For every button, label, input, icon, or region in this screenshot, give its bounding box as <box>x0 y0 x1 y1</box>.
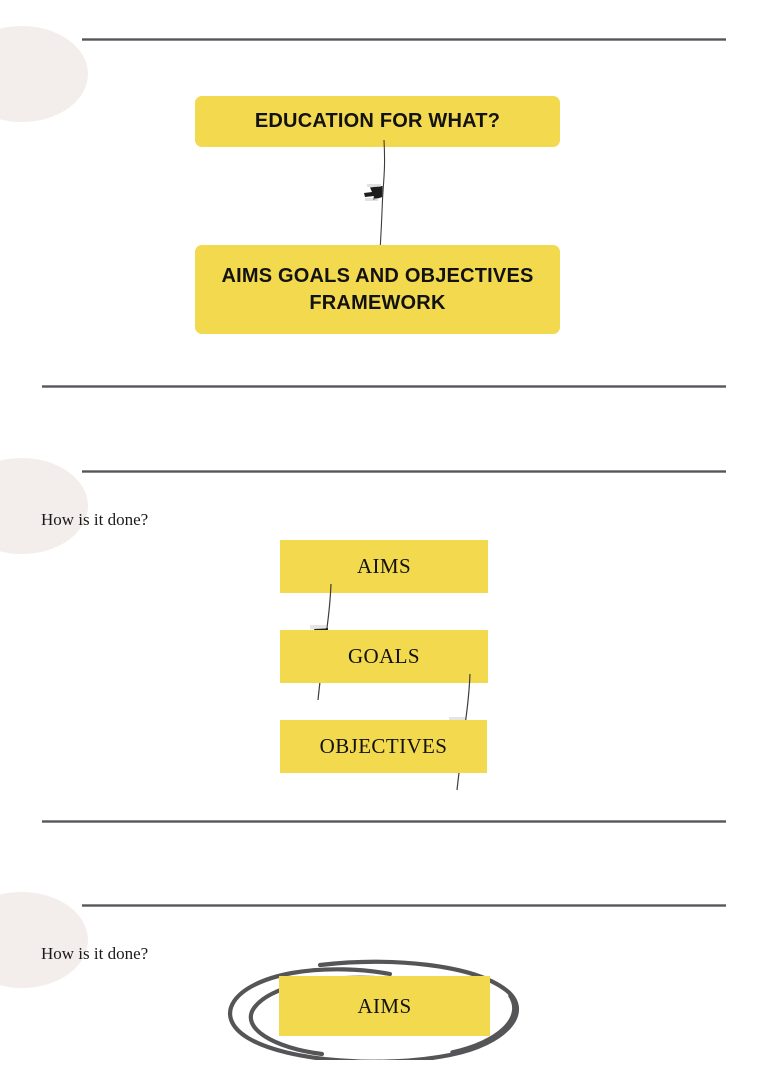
pale-circle-decoration-icon <box>0 458 88 554</box>
box-objectives[interactable]: OBJECTIVES <box>280 720 487 773</box>
slide-1-top-rule <box>82 38 726 41</box>
box-goals[interactable]: GOALS <box>280 630 488 683</box>
slide-3-top-rule <box>82 904 726 907</box>
box-aims-circled[interactable]: AIMS <box>279 976 490 1036</box>
question-how-is-it-done: How is it done? <box>41 944 149 963</box>
box-education-for-what[interactable]: EDUCATION FOR WHAT? <box>195 96 560 147</box>
down-arrow-icon-education-to-framework <box>352 139 408 252</box>
slide-2: How is it done? AIMS GOALS OBJECTIVES <box>0 432 768 864</box>
pale-circle-decoration-icon <box>0 892 88 988</box>
slide-1: EDUCATION FOR WHAT? AIMS GOALS AND OBJEC… <box>0 0 768 420</box>
box-aims-goals-objectives-framework[interactable]: AIMS GOALS AND OBJECTIVES FRAMEWORK <box>195 245 560 334</box>
slide-3: How is it done? AIMS <box>0 866 768 1064</box>
box-aims[interactable]: AIMS <box>280 540 488 593</box>
pale-circle-decoration-icon <box>0 26 88 122</box>
slide-2-top-rule <box>82 470 726 473</box>
question-how-is-it-done: How is it done? <box>41 510 149 529</box>
slide-2-bottom-rule <box>42 820 726 823</box>
slide-1-bottom-rule <box>42 385 726 388</box>
